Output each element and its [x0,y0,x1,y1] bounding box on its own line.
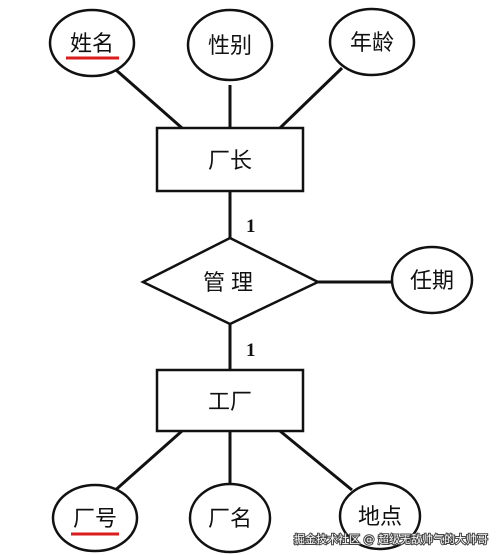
attribute-location: 地点 [338,481,422,551]
entity-factory: 工厂 [155,368,305,433]
line-age-to-manager [278,66,344,130]
attribute-factory-name: 厂名 [188,482,272,554]
attribute-gender-label: 性别 [208,34,252,59]
connector-lines [110,66,398,496]
attribute-term-label: 任期 [410,269,454,294]
entity-manager: 厂长 [155,126,305,193]
entity-factory-label: 工厂 [208,390,252,415]
attribute-location-label: 地点 [358,505,402,530]
attribute-name-label: 姓名 [70,32,114,57]
line-name-to-manager [115,68,183,130]
watermark-text: 掘金技术社区 @ 超级无敌帅气的大帅哥 [294,532,488,546]
attribute-factory-no-label: 厂号 [73,507,117,532]
relationship-label: 管理 [203,271,259,296]
cardinality-factory: 1 [246,340,256,361]
attribute-age: 年龄 [328,7,416,77]
line-factory-to-no [110,429,183,496]
attribute-term: 任期 [390,245,474,315]
cardinality-manager: 1 [246,216,256,237]
attribute-age-label: 年龄 [350,31,394,56]
line-factory-to-location [279,429,353,492]
attribute-factory-no: 厂号 [51,483,139,553]
attribute-name: 姓名 [48,8,136,78]
attribute-factory-name-label: 厂名 [208,507,252,532]
entity-manager-label: 厂长 [208,149,252,174]
relationship-manage: 管理 [140,236,321,326]
attribute-gender: 性别 [186,8,274,82]
